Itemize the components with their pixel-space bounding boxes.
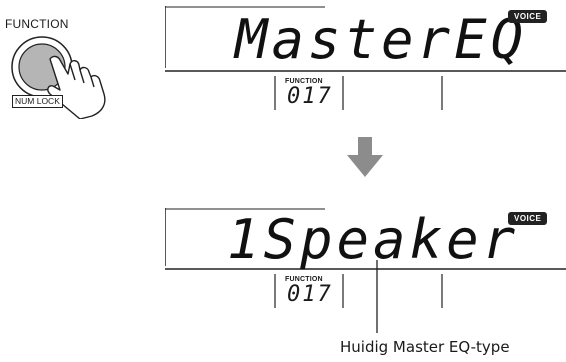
lcd-frame [165,208,566,333]
caption-current-eq-type: Huidig Master EQ-type [340,338,510,356]
lcd-function-label: FUNCTION [285,276,323,283]
lcd-main-text: 1Speaker [227,208,520,271]
num-lock-label: NUM LOCK [12,95,63,108]
lcd-function-number: 017 [287,84,333,109]
pressing-hand-icon [47,55,106,119]
function-label: FUNCTION [5,17,69,31]
lcd-function-label: FUNCTION [285,78,323,85]
lcd-function-number: 017 [287,282,333,307]
voice-badge: VOICE [508,10,548,23]
down-arrow-icon [347,137,383,177]
voice-badge: VOICE [508,212,548,225]
lcd-frame [165,6,566,110]
function-button[interactable] [10,34,125,119]
lcd-display-before: MasterEQ VOICE FUNCTION 017 [165,6,566,131]
lcd-display-after: 1Speaker VOICE FUNCTION 017 [165,208,566,333]
lcd-main-text: MasterEQ [235,8,528,71]
